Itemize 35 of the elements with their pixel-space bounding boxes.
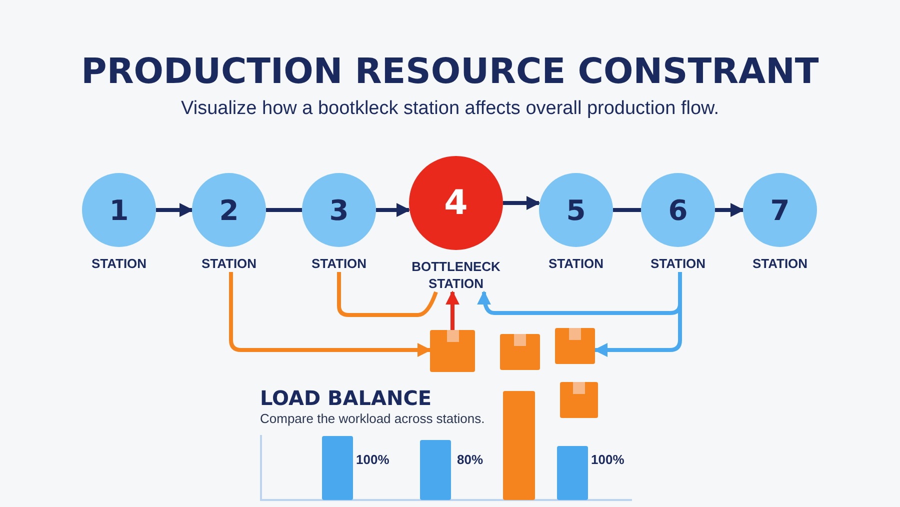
package-box	[500, 334, 540, 370]
station-label: STATION	[650, 255, 706, 272]
arrow	[156, 203, 194, 217]
title: PRODUCTION RESOURCE CONSTRANT	[80, 52, 820, 92]
package-box	[555, 328, 595, 364]
arrow	[503, 196, 540, 210]
station-circle: 6	[641, 173, 715, 247]
connector-line	[337, 272, 438, 317]
package-box	[560, 382, 598, 418]
subtitle: Visualize how a bootkleck station affects overall production flow.	[180, 98, 720, 120]
arrow	[715, 203, 744, 217]
connector-line	[613, 208, 641, 212]
station-circle: 3	[302, 173, 376, 247]
value-label: 100%	[356, 452, 390, 467]
connector-line	[266, 208, 302, 212]
station-label: STATION	[548, 255, 604, 272]
station-label: STATION	[752, 255, 808, 272]
station-circle: 7	[743, 173, 817, 247]
station-circle: 2	[192, 173, 266, 247]
chart-title: LOAD BALANCE	[260, 386, 432, 410]
station-label: STATION	[311, 255, 367, 272]
station-circle: 1	[82, 173, 156, 247]
value-label: 100%	[591, 452, 624, 467]
chart-subtitle: Compare the workload across stations.	[260, 411, 485, 426]
station-label: STATION	[201, 255, 257, 272]
package-box	[430, 330, 475, 372]
arrow	[594, 272, 682, 357]
bottleneck-circle: 4	[409, 156, 503, 250]
arrow	[446, 290, 460, 330]
arrow	[376, 203, 410, 217]
value-label: 80%	[457, 452, 484, 467]
station-circle: 5	[539, 173, 613, 247]
station-label: BOTTLENECK STATION	[410, 258, 502, 292]
arrow	[229, 272, 432, 357]
station-label: STATION	[91, 255, 147, 272]
